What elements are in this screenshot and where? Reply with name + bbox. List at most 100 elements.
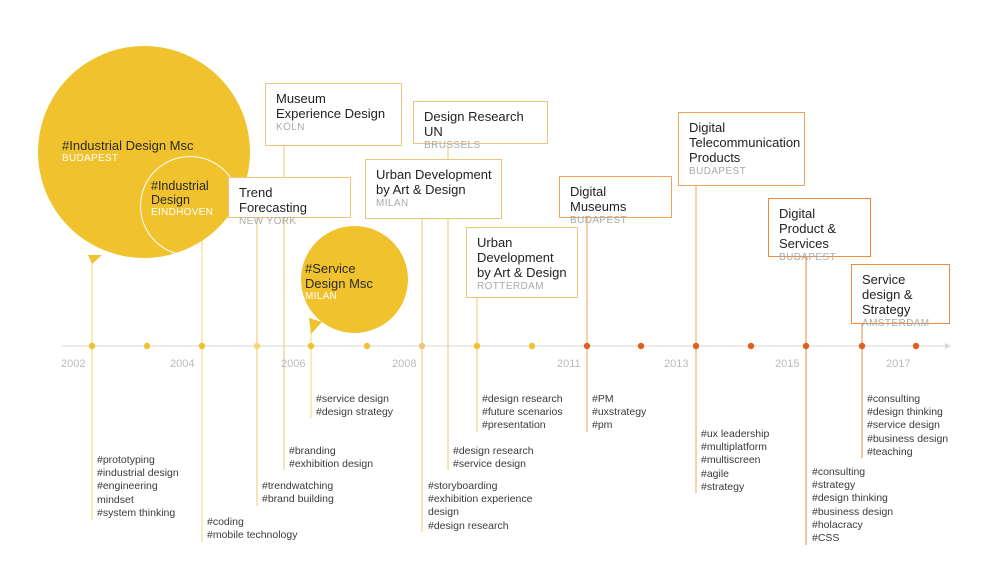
tag-line: #exhibition design bbox=[289, 458, 374, 471]
tag-line: #CSS bbox=[812, 532, 840, 545]
tag-group: #consulting#strategy#design thinking#bus… bbox=[812, 466, 893, 545]
card-place: KÖLN bbox=[276, 122, 305, 133]
tag-line: #presentation bbox=[482, 419, 546, 432]
tag-group: #trendwatching#brand building bbox=[262, 480, 334, 506]
card-digital-museums: Digital Museums BUDAPEST bbox=[559, 176, 672, 226]
tag-line: #teaching bbox=[867, 445, 913, 458]
timeline-dot bbox=[528, 342, 536, 350]
timeline-dot bbox=[88, 342, 96, 350]
bubble-title: #Service Design Msc bbox=[305, 261, 373, 291]
tag-line: #multiplatform bbox=[701, 441, 767, 454]
timeline-dot bbox=[363, 342, 371, 350]
timeline-dot bbox=[307, 342, 315, 350]
card-title: Digital Telecommunication Products bbox=[689, 120, 801, 165]
year-label: 2008 bbox=[392, 358, 417, 370]
card-place: BUDAPEST bbox=[689, 166, 747, 177]
tag-group: #ux leadership#multiplatform#multiscreen… bbox=[701, 428, 769, 494]
year-label: 2002 bbox=[61, 358, 86, 370]
tag-line: #business design bbox=[867, 432, 949, 445]
tag-line: #engineering bbox=[97, 480, 158, 493]
year-label: 2004 bbox=[170, 358, 195, 370]
tag-line: #uxstrategy bbox=[592, 406, 647, 419]
bubble-title: #Industrial Design bbox=[151, 179, 209, 207]
tag-group: #branding#exhibition design bbox=[289, 445, 373, 471]
timeline-dot bbox=[583, 342, 591, 350]
timeline-dot bbox=[912, 342, 920, 350]
card-title: Digital Museums bbox=[570, 184, 627, 214]
year-label: 2013 bbox=[664, 358, 689, 370]
tag-line: #exhibition experience bbox=[428, 493, 533, 506]
card-urban-development-rotterdam: Urban Development by Art & Design ROTTER… bbox=[466, 227, 578, 298]
tag-line: #consulting bbox=[867, 393, 921, 405]
tag-line: #prototyping bbox=[97, 454, 155, 466]
card-title: Museum Experience Design bbox=[276, 91, 386, 121]
tag-line: #coding bbox=[207, 516, 244, 528]
year-label: 2006 bbox=[281, 358, 306, 370]
card-title: Service design & Strategy bbox=[862, 272, 913, 317]
tag-line: #storyboarding bbox=[428, 480, 498, 492]
tag-line: #design strategy bbox=[316, 406, 394, 419]
card-digital-product-services: Digital Product & Services BUDAPEST bbox=[768, 198, 871, 263]
timeline-dot bbox=[692, 342, 700, 350]
card-title: Urban Development by Art & Design bbox=[477, 235, 567, 280]
tag-line: #consulting bbox=[812, 466, 866, 478]
timeline-dot bbox=[418, 342, 426, 350]
tag-line: #design research bbox=[428, 519, 509, 532]
card-museum-experience-design: Museum Experience Design KÖLN bbox=[265, 83, 402, 146]
tag-group: #design research#future scenarios#presen… bbox=[482, 393, 563, 433]
timeline-dot bbox=[802, 342, 810, 350]
tag-line: mindset bbox=[97, 493, 134, 506]
card-place: ROTTERDAM bbox=[477, 281, 544, 292]
card-title: Trend Forecasting bbox=[239, 185, 307, 215]
card-title: Digital Product & Services bbox=[779, 206, 837, 251]
tag-group: #PM#uxstrategy#pm bbox=[592, 393, 646, 433]
tag-line: #service design bbox=[867, 419, 940, 432]
tag-group: #prototyping#industrial design#engineeri… bbox=[97, 454, 179, 520]
card-place: BUDAPEST bbox=[779, 252, 837, 263]
tag-line: #strategy bbox=[812, 479, 856, 492]
card-title: Urban Development by Art & Design bbox=[376, 167, 492, 197]
timeline-dot bbox=[747, 342, 755, 350]
card-service-design-strategy: Service design & Strategy AMSTERDAM bbox=[851, 264, 950, 329]
tag-line: #design research bbox=[482, 393, 563, 405]
card-design-research-un: Design Research UN BRUSSELS bbox=[413, 101, 548, 151]
tag-line: #agile bbox=[701, 467, 730, 480]
bubble-service-design-msc: #Service Design Msc MILAN bbox=[301, 226, 408, 333]
tag-line: #future scenarios bbox=[482, 406, 563, 419]
card-place: BRUSSELS bbox=[424, 140, 481, 151]
tag-group: #design research#service design bbox=[453, 445, 534, 471]
card-urban-development-milan: Urban Development by Art & Design MILAN bbox=[365, 159, 502, 219]
year-label: 2015 bbox=[775, 358, 800, 370]
tag-line: #mobile technology bbox=[207, 529, 298, 542]
tag-line: #PM bbox=[592, 393, 614, 405]
tag-line: #strategy bbox=[701, 480, 745, 493]
bubble-industrial-design-eindhoven: #Industrial Design EINDHOVEN bbox=[140, 156, 240, 256]
tag-line: #business design bbox=[812, 505, 894, 518]
callout-pointer bbox=[309, 318, 322, 334]
card-trend-forecasting: Trend Forecasting NEW YORK bbox=[228, 177, 351, 227]
timeline-dot bbox=[253, 342, 261, 350]
callout-pointer bbox=[88, 255, 102, 264]
axis-arrow-icon bbox=[945, 343, 951, 349]
bubble-place: EINDHOVEN bbox=[151, 207, 214, 218]
tag-line: #service design bbox=[453, 458, 526, 471]
card-place: AMSTERDAM bbox=[862, 318, 930, 329]
tag-line: #design thinking bbox=[812, 492, 888, 505]
card-place: NEW YORK bbox=[239, 216, 297, 227]
card-digital-telecommunication-products: Digital Telecommunication Products BUDAP… bbox=[678, 112, 805, 186]
tag-line: #holacracy bbox=[812, 518, 863, 531]
timeline-dot bbox=[473, 342, 481, 350]
tag-line: #service design bbox=[316, 393, 389, 405]
timeline-dot bbox=[198, 342, 206, 350]
timeline-dot bbox=[143, 342, 151, 350]
tag-line: #branding bbox=[289, 445, 336, 457]
card-place: BUDAPEST bbox=[570, 215, 628, 226]
tag-group: #coding#mobile technology bbox=[207, 516, 297, 542]
tag-group: #service design#design strategy bbox=[316, 393, 393, 419]
timeline-dot bbox=[637, 342, 645, 350]
bubble-title: #Industrial Design Msc bbox=[62, 138, 194, 153]
tag-line: #design research bbox=[453, 445, 534, 457]
tag-line: #multiscreen bbox=[701, 454, 761, 467]
